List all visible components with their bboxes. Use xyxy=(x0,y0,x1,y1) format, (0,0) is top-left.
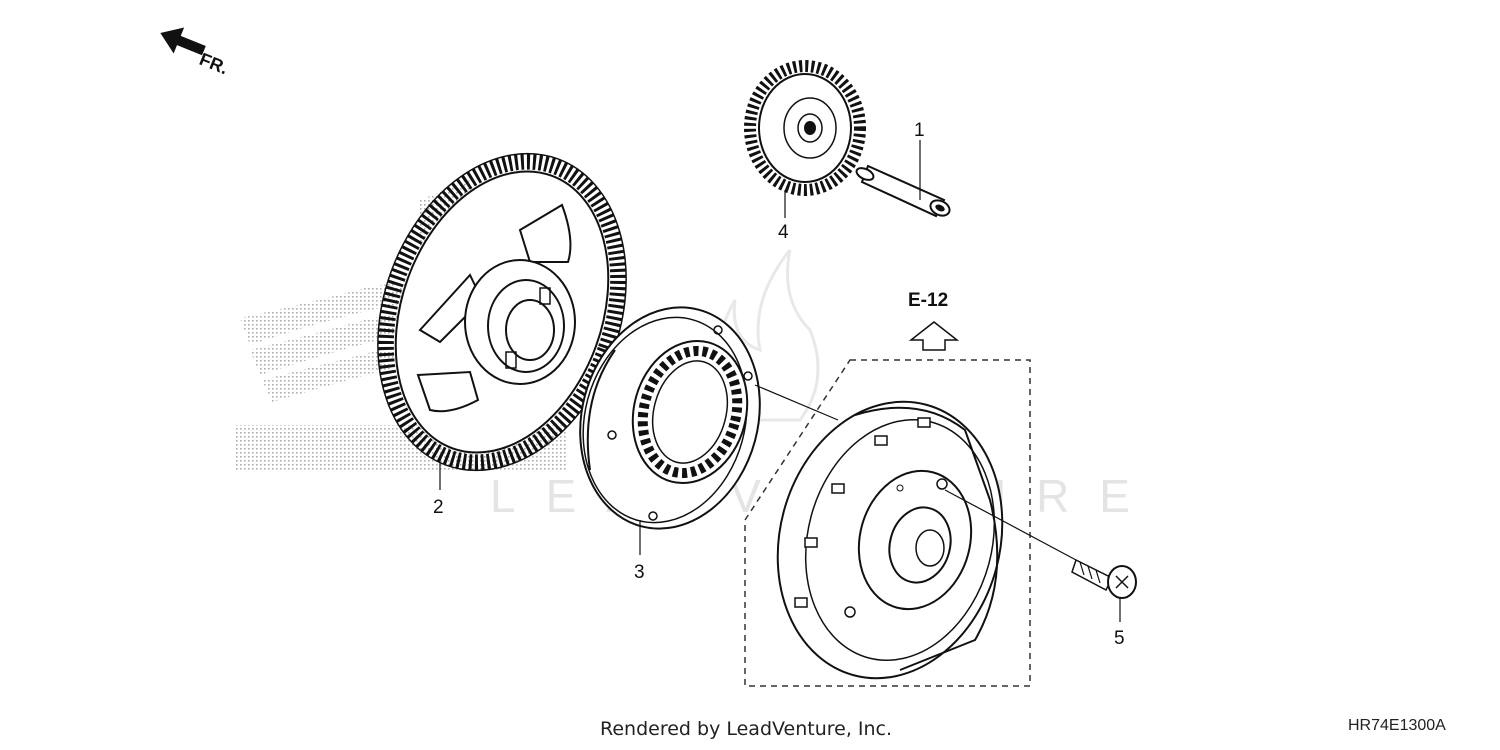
callout-5: 5 xyxy=(1114,628,1125,649)
reference-label: E-12 xyxy=(908,290,948,311)
flywheel xyxy=(776,400,1004,680)
reduction-gear xyxy=(744,60,866,196)
starter-clutch xyxy=(579,306,761,530)
direction-label: FR. xyxy=(197,49,231,78)
bolt xyxy=(1071,558,1137,599)
leader-lines xyxy=(439,140,1121,622)
callout-2: 2 xyxy=(433,497,444,518)
front-direction-arrow-icon xyxy=(160,27,206,56)
reference-arrow-icon xyxy=(908,321,960,351)
callout-3: 3 xyxy=(634,562,645,583)
diagram-code: HR74E1300A xyxy=(1348,717,1446,734)
callout-1: 1 xyxy=(914,120,925,141)
rendered-by-credit: Rendered by LeadVenture, Inc. xyxy=(600,718,893,740)
driven-gear xyxy=(377,152,627,472)
pin xyxy=(855,164,951,218)
callout-4: 4 xyxy=(778,222,789,243)
